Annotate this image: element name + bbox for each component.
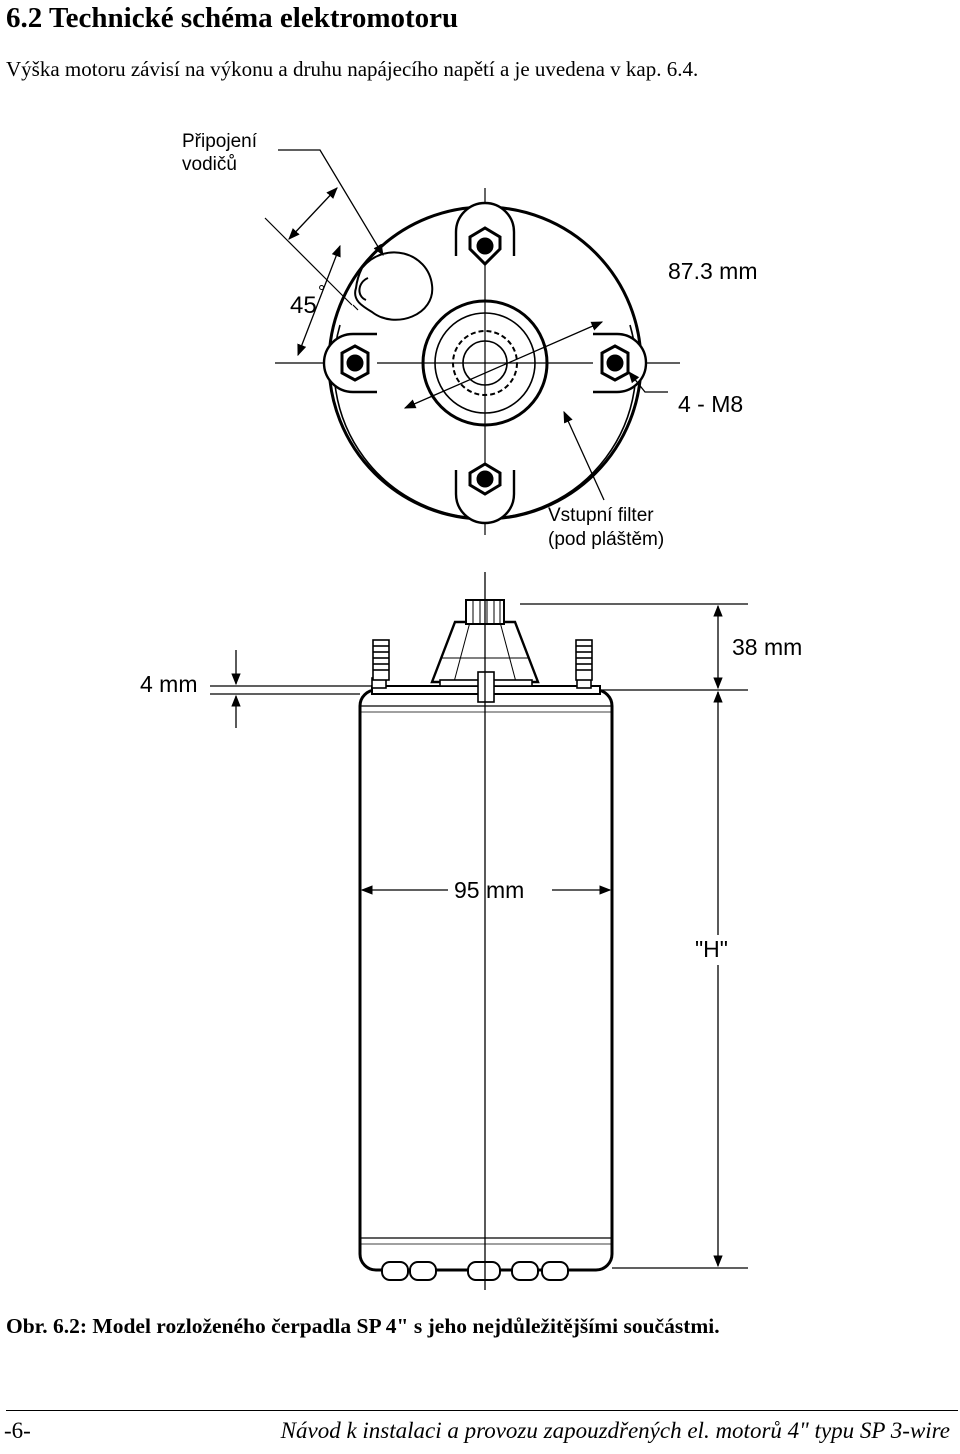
angle-label: 45 — [290, 292, 317, 319]
top-view-dimensions — [278, 149, 668, 501]
bolts-label: 4 - M8 — [678, 391, 743, 417]
wire-connection-label-2: vodičů — [182, 154, 237, 175]
hex-nuts — [340, 226, 630, 496]
wire-connection-plug — [354, 251, 434, 321]
flange-thickness-label: 4 mm — [140, 671, 198, 697]
motor-diameter-label: 95 mm — [454, 877, 524, 903]
filter-label-1: Vstupní filter — [548, 505, 654, 526]
motor-feet — [381, 1261, 569, 1281]
section-heading: 6.2 Technické schéma elektromotoru — [6, 2, 459, 34]
top-view: Připojení vodičů 45 ° 87.3 mm 4 - M8 Vst… — [182, 131, 757, 550]
motor-body — [358, 688, 614, 1272]
side-view: 38 mm 4 mm 95 mm "H" — [140, 572, 802, 1290]
intro-paragraph: Výška motoru závisí na výkonu a druhu na… — [6, 57, 699, 81]
footer-document-title: Návod k instalaci a provozu zapouzdřenýc… — [280, 1418, 950, 1443]
shaft-height-label: 38 mm — [732, 634, 802, 660]
footer-page-number: -6- — [4, 1418, 31, 1443]
side-view-dimensions — [210, 572, 748, 1290]
angle-degree-sign: ° — [318, 282, 325, 302]
stud-bolts — [372, 639, 593, 681]
footer-divider — [6, 1410, 958, 1411]
motor-height-label: "H" — [695, 936, 728, 962]
filter-label-2: (pod pláštěm) — [548, 529, 664, 550]
figure-caption: Obr. 6.2: Model rozloženého čerpadla SP … — [6, 1314, 720, 1338]
diameter-label: 87.3 mm — [668, 258, 757, 284]
wire-connection-label-1: Připojení — [182, 131, 258, 152]
